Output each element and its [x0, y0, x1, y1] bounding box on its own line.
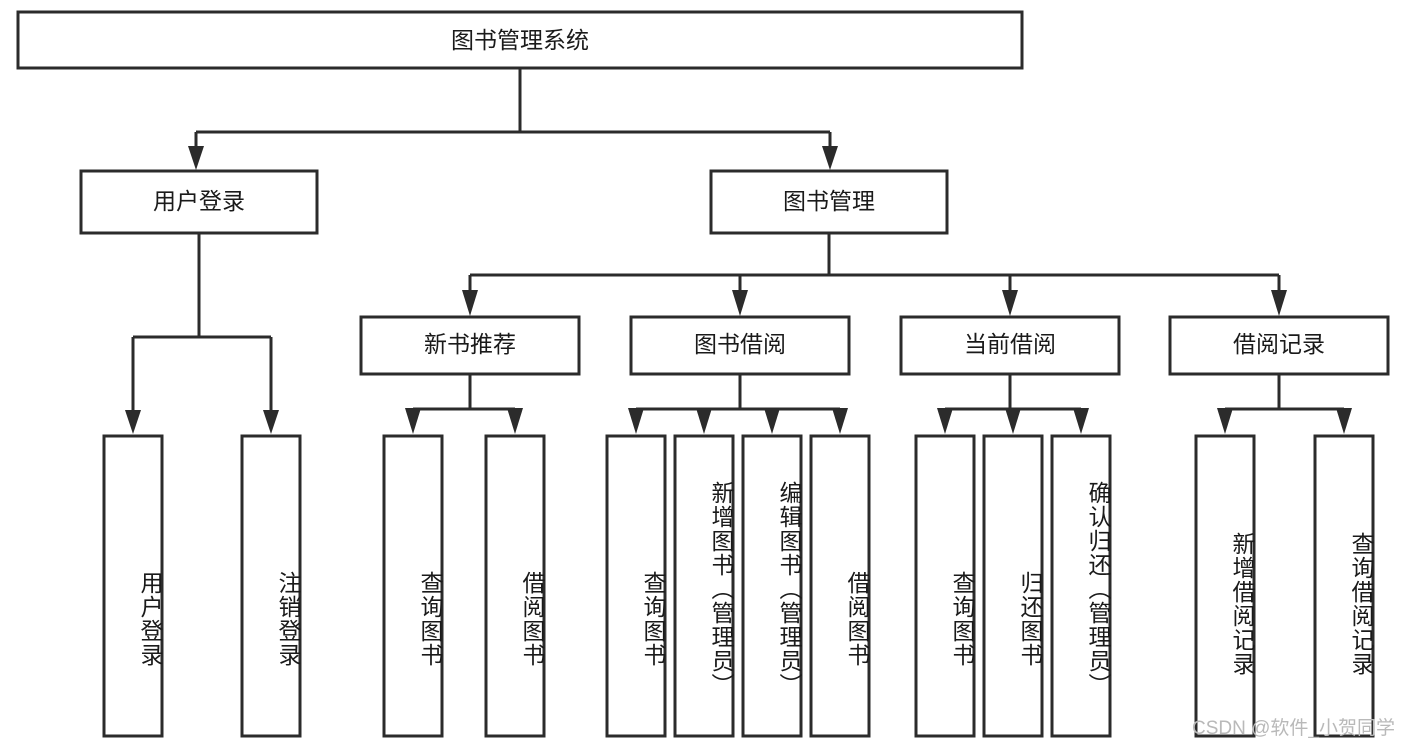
node-borrow-record-label: 借阅记录 — [1233, 331, 1325, 357]
leaf-box-group — [102, 434, 1375, 738]
connector-group-recommend-to-leaves — [405, 374, 523, 434]
arrowhead-leaf-user-login — [125, 410, 141, 434]
leaf-box-add-book[interactable] — [673, 434, 735, 738]
node-current-borrow-box[interactable] — [899, 315, 1121, 376]
connector-group-record-to-leaves — [1217, 374, 1352, 434]
leaf-box-logout[interactable] — [240, 434, 302, 738]
node-book-borrow-box[interactable] — [629, 315, 851, 376]
leaf-box-edit-book[interactable] — [741, 434, 803, 738]
node-book-management-box[interactable] — [709, 169, 949, 235]
node-user-login[interactable]: 用户登录 — [79, 169, 319, 235]
leaf-box-add-record[interactable] — [1194, 434, 1256, 738]
node-current-borrow[interactable]: 当前借阅 — [899, 315, 1121, 376]
arrowhead-to-book-borrow — [732, 290, 748, 316]
arrowhead-leaf-return-book — [1005, 408, 1021, 434]
leaf-box-user-login[interactable] — [102, 434, 164, 738]
node-borrow-record[interactable]: 借阅记录 — [1168, 315, 1390, 376]
arrowhead-to-book-management — [822, 146, 838, 170]
node-root-label: 图书管理系统 — [451, 27, 589, 53]
arrowhead-leaf-borrow-book-a — [507, 408, 523, 434]
leaf-box-borrow-book-b[interactable] — [809, 434, 871, 738]
arrowhead-leaf-confirm-return — [1073, 408, 1089, 434]
connector-group-bookmgmt-to-level3 — [462, 233, 1287, 316]
arrowhead-to-user-login — [188, 146, 204, 170]
node-root[interactable]: 图书管理系统 — [16, 10, 1024, 70]
arrowhead-leaf-borrow-book-b — [832, 408, 848, 434]
leaf-box-return-book[interactable] — [982, 434, 1044, 738]
leaf-box-query-book-b[interactable] — [605, 434, 667, 738]
csdn-watermark: CSDN @软件_小贺同学 — [1192, 718, 1395, 739]
connector-group-root-to-level2 — [188, 68, 838, 170]
arrowhead-to-new-book-recommend — [462, 290, 478, 316]
leaf-box-borrow-book-a[interactable] — [484, 434, 546, 738]
arrowhead-leaf-add-book — [696, 408, 712, 434]
node-user-login-label: 用户登录 — [153, 188, 245, 214]
node-new-book-recommend[interactable]: 新书推荐 — [359, 315, 581, 376]
leaf-box-query-book-a[interactable] — [382, 434, 444, 738]
arrowhead-to-borrow-record — [1271, 290, 1287, 316]
node-user-login-box[interactable] — [79, 169, 319, 235]
node-borrow-record-box[interactable] — [1168, 315, 1390, 376]
leaf-box-query-book-c[interactable] — [914, 434, 976, 738]
connector-group-login-to-leaves — [125, 233, 279, 434]
node-book-borrow-label: 图书借阅 — [694, 331, 786, 357]
node-root-box[interactable] — [16, 10, 1024, 70]
arrowhead-leaf-edit-book — [764, 408, 780, 434]
node-current-borrow-label: 当前借阅 — [964, 331, 1056, 357]
node-book-management-label: 图书管理 — [783, 188, 875, 214]
arrowhead-to-current-borrow — [1002, 290, 1018, 316]
connector-group-current-to-leaves — [937, 374, 1089, 434]
arrowhead-leaf-logout — [263, 410, 279, 434]
leaf-box-query-record[interactable] — [1313, 434, 1375, 738]
node-new-book-recommend-box[interactable] — [359, 315, 581, 376]
node-new-book-recommend-label: 新书推荐 — [424, 331, 516, 357]
arrowhead-leaf-query-book-b — [628, 408, 644, 434]
connector-group-borrow-to-leaves — [628, 374, 848, 434]
arrowhead-leaf-add-record — [1217, 408, 1233, 434]
arrowhead-leaf-query-record — [1336, 408, 1352, 434]
node-book-borrow[interactable]: 图书借阅 — [629, 315, 851, 376]
node-book-management[interactable]: 图书管理 — [709, 169, 949, 235]
leaf-box-confirm-return[interactable] — [1050, 434, 1112, 738]
arrowhead-leaf-query-book-a — [405, 408, 421, 434]
arrowhead-leaf-query-book-c — [937, 408, 953, 434]
